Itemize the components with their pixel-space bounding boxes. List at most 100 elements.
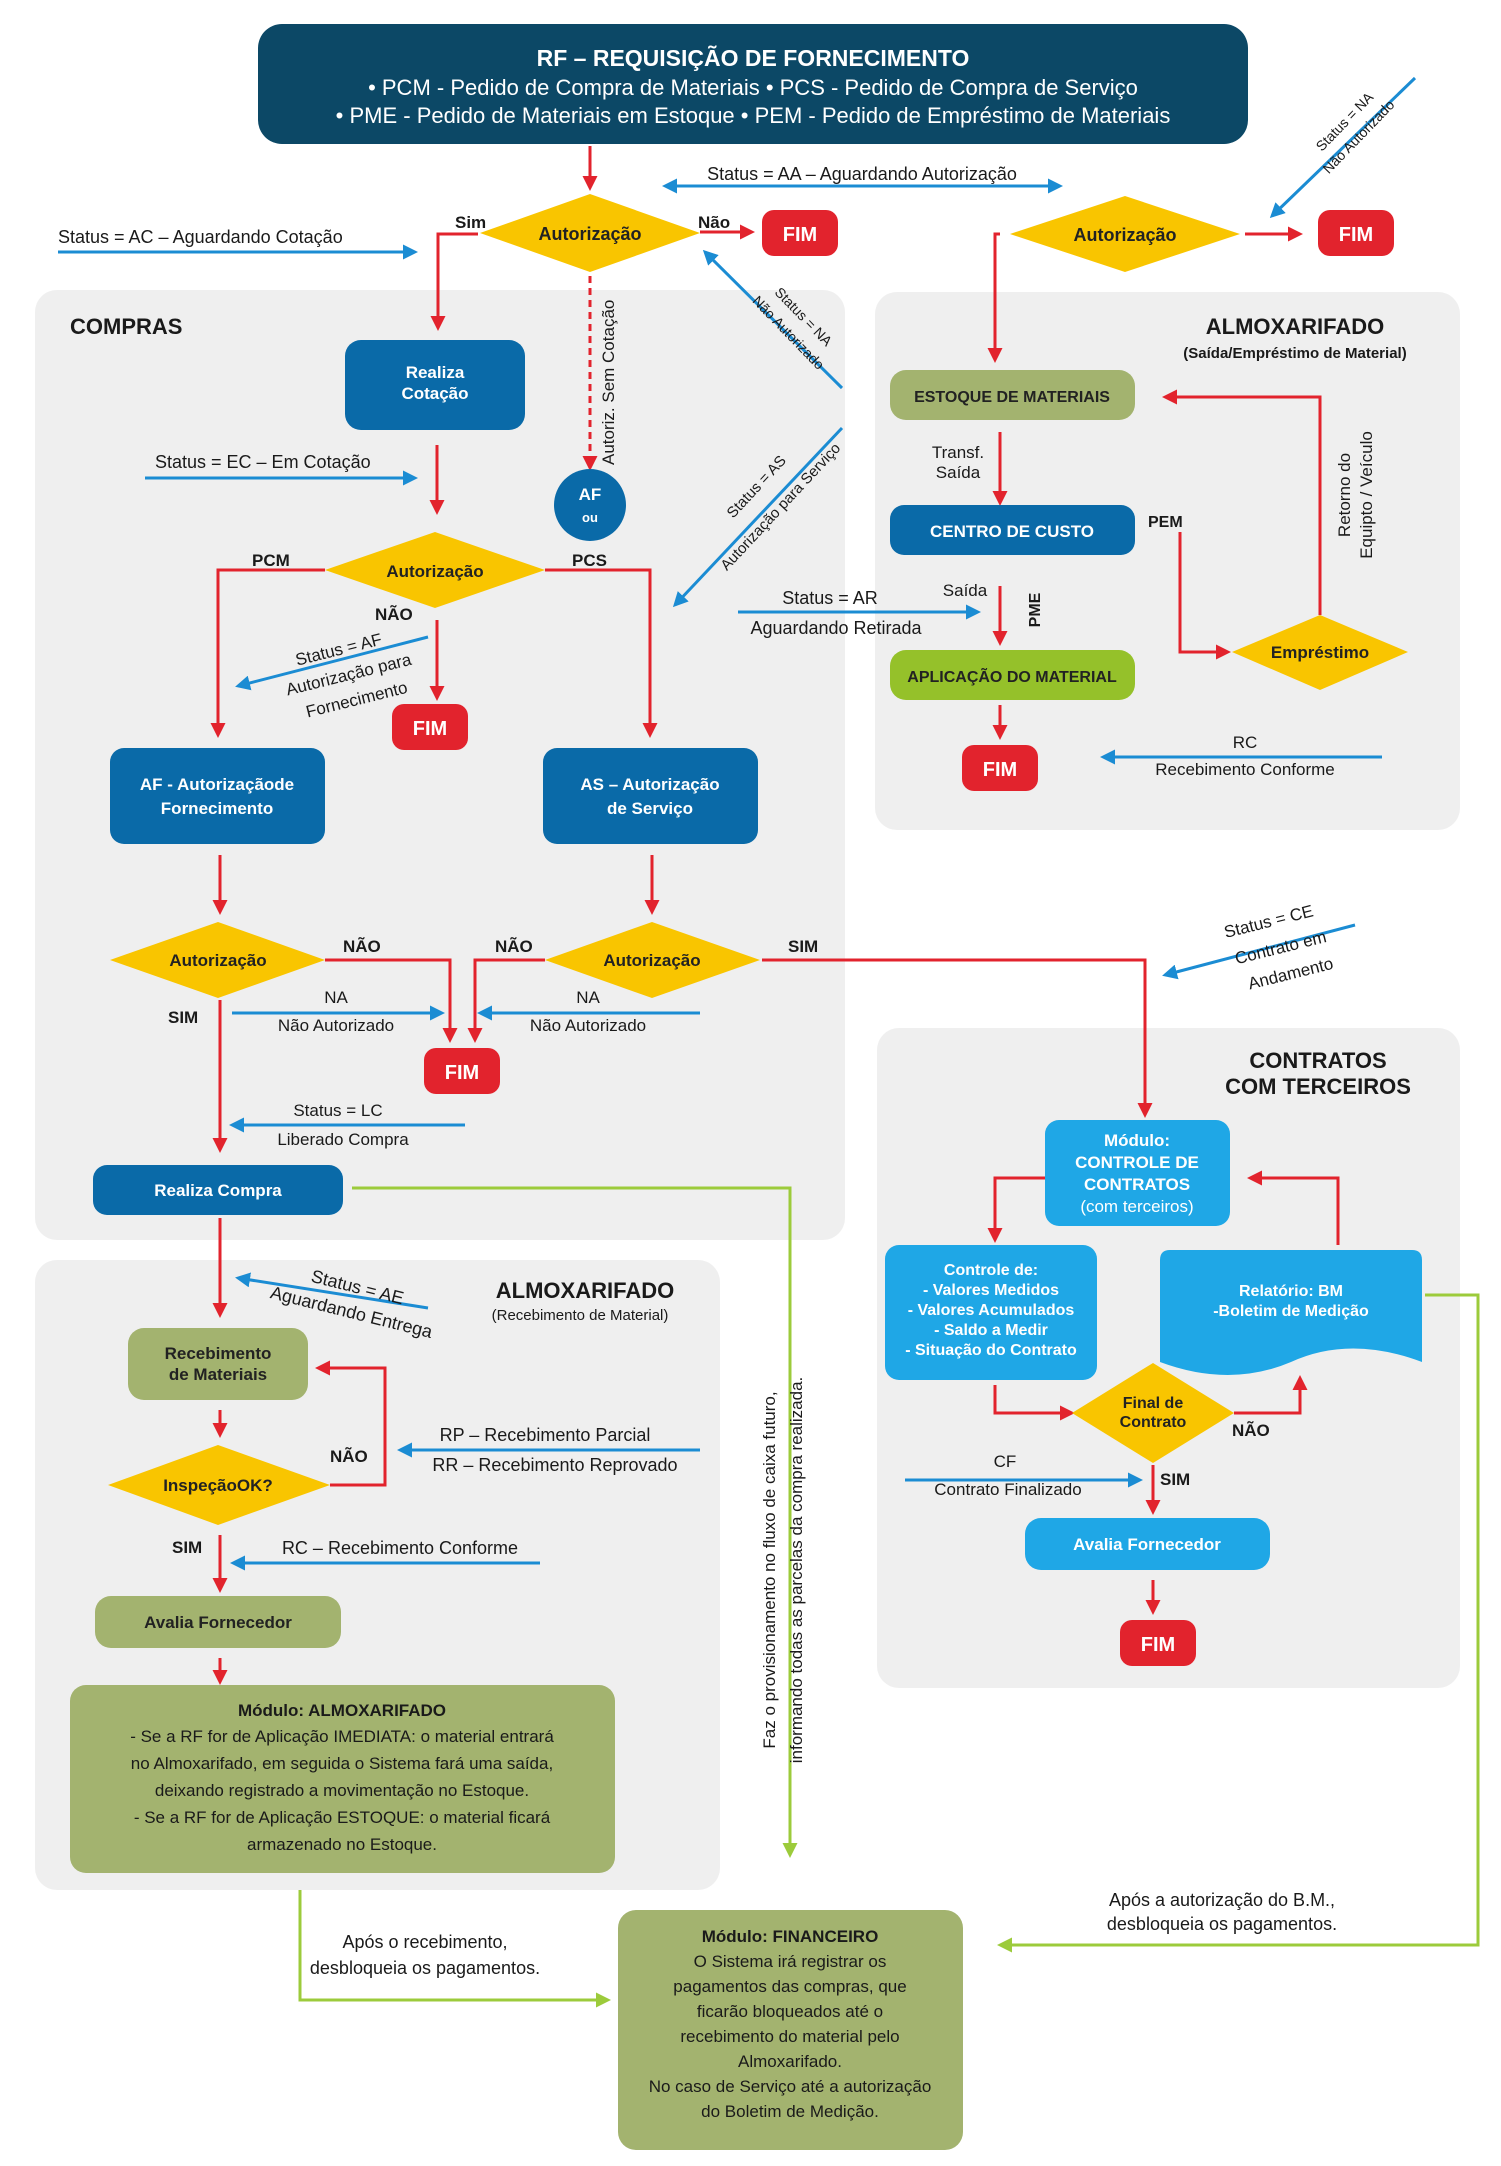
svg-text:- Valores Acumulados: - Valores Acumulados [908, 1302, 1075, 1319]
svg-text:Realiza Compra: Realiza Compra [154, 1181, 282, 1200]
fim-aplicacao: FIM [962, 745, 1038, 791]
label-apos-recebimento-2: desbloqueia os pagamentos. [310, 1958, 540, 1978]
label-pme: PME [1027, 592, 1044, 627]
panel-title-compras: COMPRAS [70, 314, 182, 339]
svg-text:InspeçãoOK?: InspeçãoOK? [163, 1476, 273, 1495]
decision-emprestimo: Empréstimo [1232, 615, 1408, 690]
label-retorno-1: Retorno do [1335, 453, 1354, 537]
box-estoque-materiais: ESTOQUE DE MATERIAIS [890, 370, 1135, 420]
box-centro-de-custo: CENTRO DE CUSTO [890, 505, 1135, 555]
decision-autorizacao-almox: Autorização [1010, 196, 1240, 272]
svg-text:AF: AF [579, 485, 602, 504]
label-status-ar-1: Status = AR [782, 588, 878, 608]
decision-autorizacao-compras: Autorização [325, 532, 545, 608]
svg-text:Empréstimo: Empréstimo [1271, 643, 1369, 662]
box-modulo-financeiro: Módulo: FINANCEIRO O Sistema irá registr… [618, 1910, 963, 2150]
svg-text:O Sistema irá registrar os: O Sistema irá registrar os [694, 1952, 887, 1971]
label-nao-af: NÃO [343, 936, 381, 956]
blue-arrows [58, 76, 1417, 1571]
svg-text:ou: ou [582, 510, 598, 525]
svg-text:Avalia Fornecedor: Avalia Fornecedor [1073, 1535, 1221, 1554]
box-realiza-compra: Realiza Compra [93, 1165, 343, 1215]
svg-text:Contrato: Contrato [1120, 1414, 1187, 1431]
box-avalia-fornecedor-contratos: Avalia Fornecedor [1025, 1518, 1270, 1570]
svg-text:Cotação: Cotação [401, 384, 468, 403]
label-status-ac: Status = AC – Aguardando Cotação [58, 227, 343, 247]
svg-text:- Se a RF for de Aplicação EST: - Se a RF for de Aplicação ESTOQUE: o ma… [134, 1808, 551, 1827]
panel-title-contratos-1: CONTRATOS [1249, 1048, 1386, 1073]
svg-text:Relatório: BM: Relatório: BM [1239, 1283, 1343, 1300]
label-sim-inspecao: SIM [172, 1538, 202, 1557]
svg-text:No caso de Serviço até a autor: No caso de Serviço até a autorização [649, 2077, 932, 2096]
header-line-2: • PCM - Pedido de Compra de Materiais • … [368, 75, 1138, 100]
box-controle-de: Controle de: - Valores Medidos - Valores… [885, 1245, 1097, 1380]
svg-text:CONTROLE DE: CONTROLE DE [1075, 1153, 1199, 1172]
box-realiza-cotacao: Realiza Cotação [345, 340, 525, 430]
label-nao-compras: NÃO [375, 604, 413, 624]
svg-text:FIM: FIM [1339, 224, 1373, 246]
box-avalia-fornecedor-compras: Avalia Fornecedor [95, 1596, 341, 1648]
svg-text:Autorização: Autorização [1073, 225, 1176, 245]
svg-text:Módulo:: Módulo: [1104, 1131, 1170, 1150]
label-nao-inspecao: NÃO [330, 1446, 368, 1466]
decision-autorizacao-as: Autorização [545, 922, 760, 998]
svg-text:de Materiais: de Materiais [169, 1365, 267, 1384]
svg-text:do Boletim de Medição.: do Boletim de Medição. [701, 2102, 879, 2121]
label-status-ar-2: Aguardando Retirada [750, 618, 922, 638]
label-rc-conforme: RC – Recebimento Conforme [282, 1538, 518, 1558]
green-arrows [298, 1186, 1480, 2008]
label-contrato-finalizado: Contrato Finalizado [934, 1480, 1081, 1499]
box-modulo-almoxarifado: Módulo: ALMOXARIFADO - Se a RF for de Ap… [70, 1685, 615, 1873]
label-nao-autorizado-left: Não Autorizado [278, 1016, 394, 1035]
svg-text:Final de: Final de [1123, 1395, 1184, 1412]
svg-text:FIM: FIM [1141, 1634, 1175, 1656]
label-rp: RP – Recebimento Parcial [440, 1425, 651, 1445]
svg-text:recebimento do material pelo: recebimento do material pelo [680, 2027, 899, 2046]
svg-text:Fornecimento: Fornecimento [161, 799, 273, 818]
label-nao-as: NÃO [495, 936, 533, 956]
svg-text:Autorização: Autorização [386, 562, 483, 581]
svg-text:Autorização: Autorização [538, 224, 641, 244]
label-rc-almox: RC [1233, 733, 1258, 752]
fim-contratos: FIM [1120, 1620, 1196, 1666]
decision-autorizacao-af: Autorização [110, 922, 325, 998]
svg-text:Controle de:: Controle de: [944, 1262, 1038, 1279]
label-provisionamento-2: informando todas as parcelas da compra r… [787, 1377, 806, 1764]
label-transf-2: Saída [936, 463, 981, 482]
label-liberado-compra: Liberado Compra [277, 1130, 409, 1149]
svg-text:-Boletim de Medição: -Boletim de Medição [1213, 1303, 1369, 1320]
label-sim-final-contrato: SIM [1160, 1470, 1190, 1489]
svg-text:- Saldo a Medir: - Saldo a Medir [934, 1322, 1048, 1339]
svg-text:deixando registrado a moviment: deixando registrado a movimentação no Es… [155, 1781, 529, 1800]
label-nao-final-contrato: NÃO [1232, 1420, 1270, 1440]
label-autoriz-sem-cotacao: Autoriz. Sem Cotação [599, 300, 618, 465]
svg-text:- Valores Medidos: - Valores Medidos [923, 1282, 1059, 1299]
label-cf: CF [994, 1452, 1017, 1471]
decision-inspecao: InspeçãoOK? [108, 1445, 330, 1525]
svg-text:APLICAÇÃO DO MATERIAL: APLICAÇÃO DO MATERIAL [907, 666, 1117, 686]
fim-compras: FIM [392, 704, 468, 750]
box-as-autorizacao-servico: AS – Autorização de Serviço [543, 748, 758, 844]
fim-top: FIM [762, 210, 838, 256]
panel-title-contratos-2: COM TERCEIROS [1225, 1074, 1411, 1099]
svg-text:AF - Autorizaçãode: AF - Autorizaçãode [140, 775, 294, 794]
box-aplicacao-material: APLICAÇÃO DO MATERIAL [890, 650, 1135, 700]
header-title: RF – REQUISIÇÃO DE FORNECIMENTO [537, 44, 970, 71]
svg-text:Módulo: FINANCEIRO: Módulo: FINANCEIRO [702, 1927, 879, 1946]
svg-text:pagamentos das compras, que: pagamentos das compras, que [673, 1977, 906, 1996]
label-na-left: NA [324, 988, 348, 1007]
svg-text:Realiza: Realiza [406, 363, 465, 382]
label-rr: RR – Recebimento Reprovado [432, 1455, 677, 1475]
label-sim-as: SIM [788, 937, 818, 956]
svg-text:Autorização: Autorização [603, 951, 700, 970]
svg-text:- Situação do Contrato: - Situação do Contrato [905, 1342, 1077, 1359]
label-status-aa: Status = AA – Aguardando Autorização [707, 164, 1017, 184]
decision-final-contrato: Final de Contrato [1072, 1363, 1234, 1463]
svg-text:CONTRATOS: CONTRATOS [1084, 1175, 1190, 1194]
svg-text:CENTRO DE CUSTO: CENTRO DE CUSTO [930, 522, 1094, 541]
label-pem: PEM [1148, 514, 1183, 531]
svg-text:FIM: FIM [413, 718, 447, 740]
header-box [258, 24, 1248, 144]
box-relatorio-bm: Relatório: BM -Boletim de Medição [1160, 1250, 1422, 1375]
